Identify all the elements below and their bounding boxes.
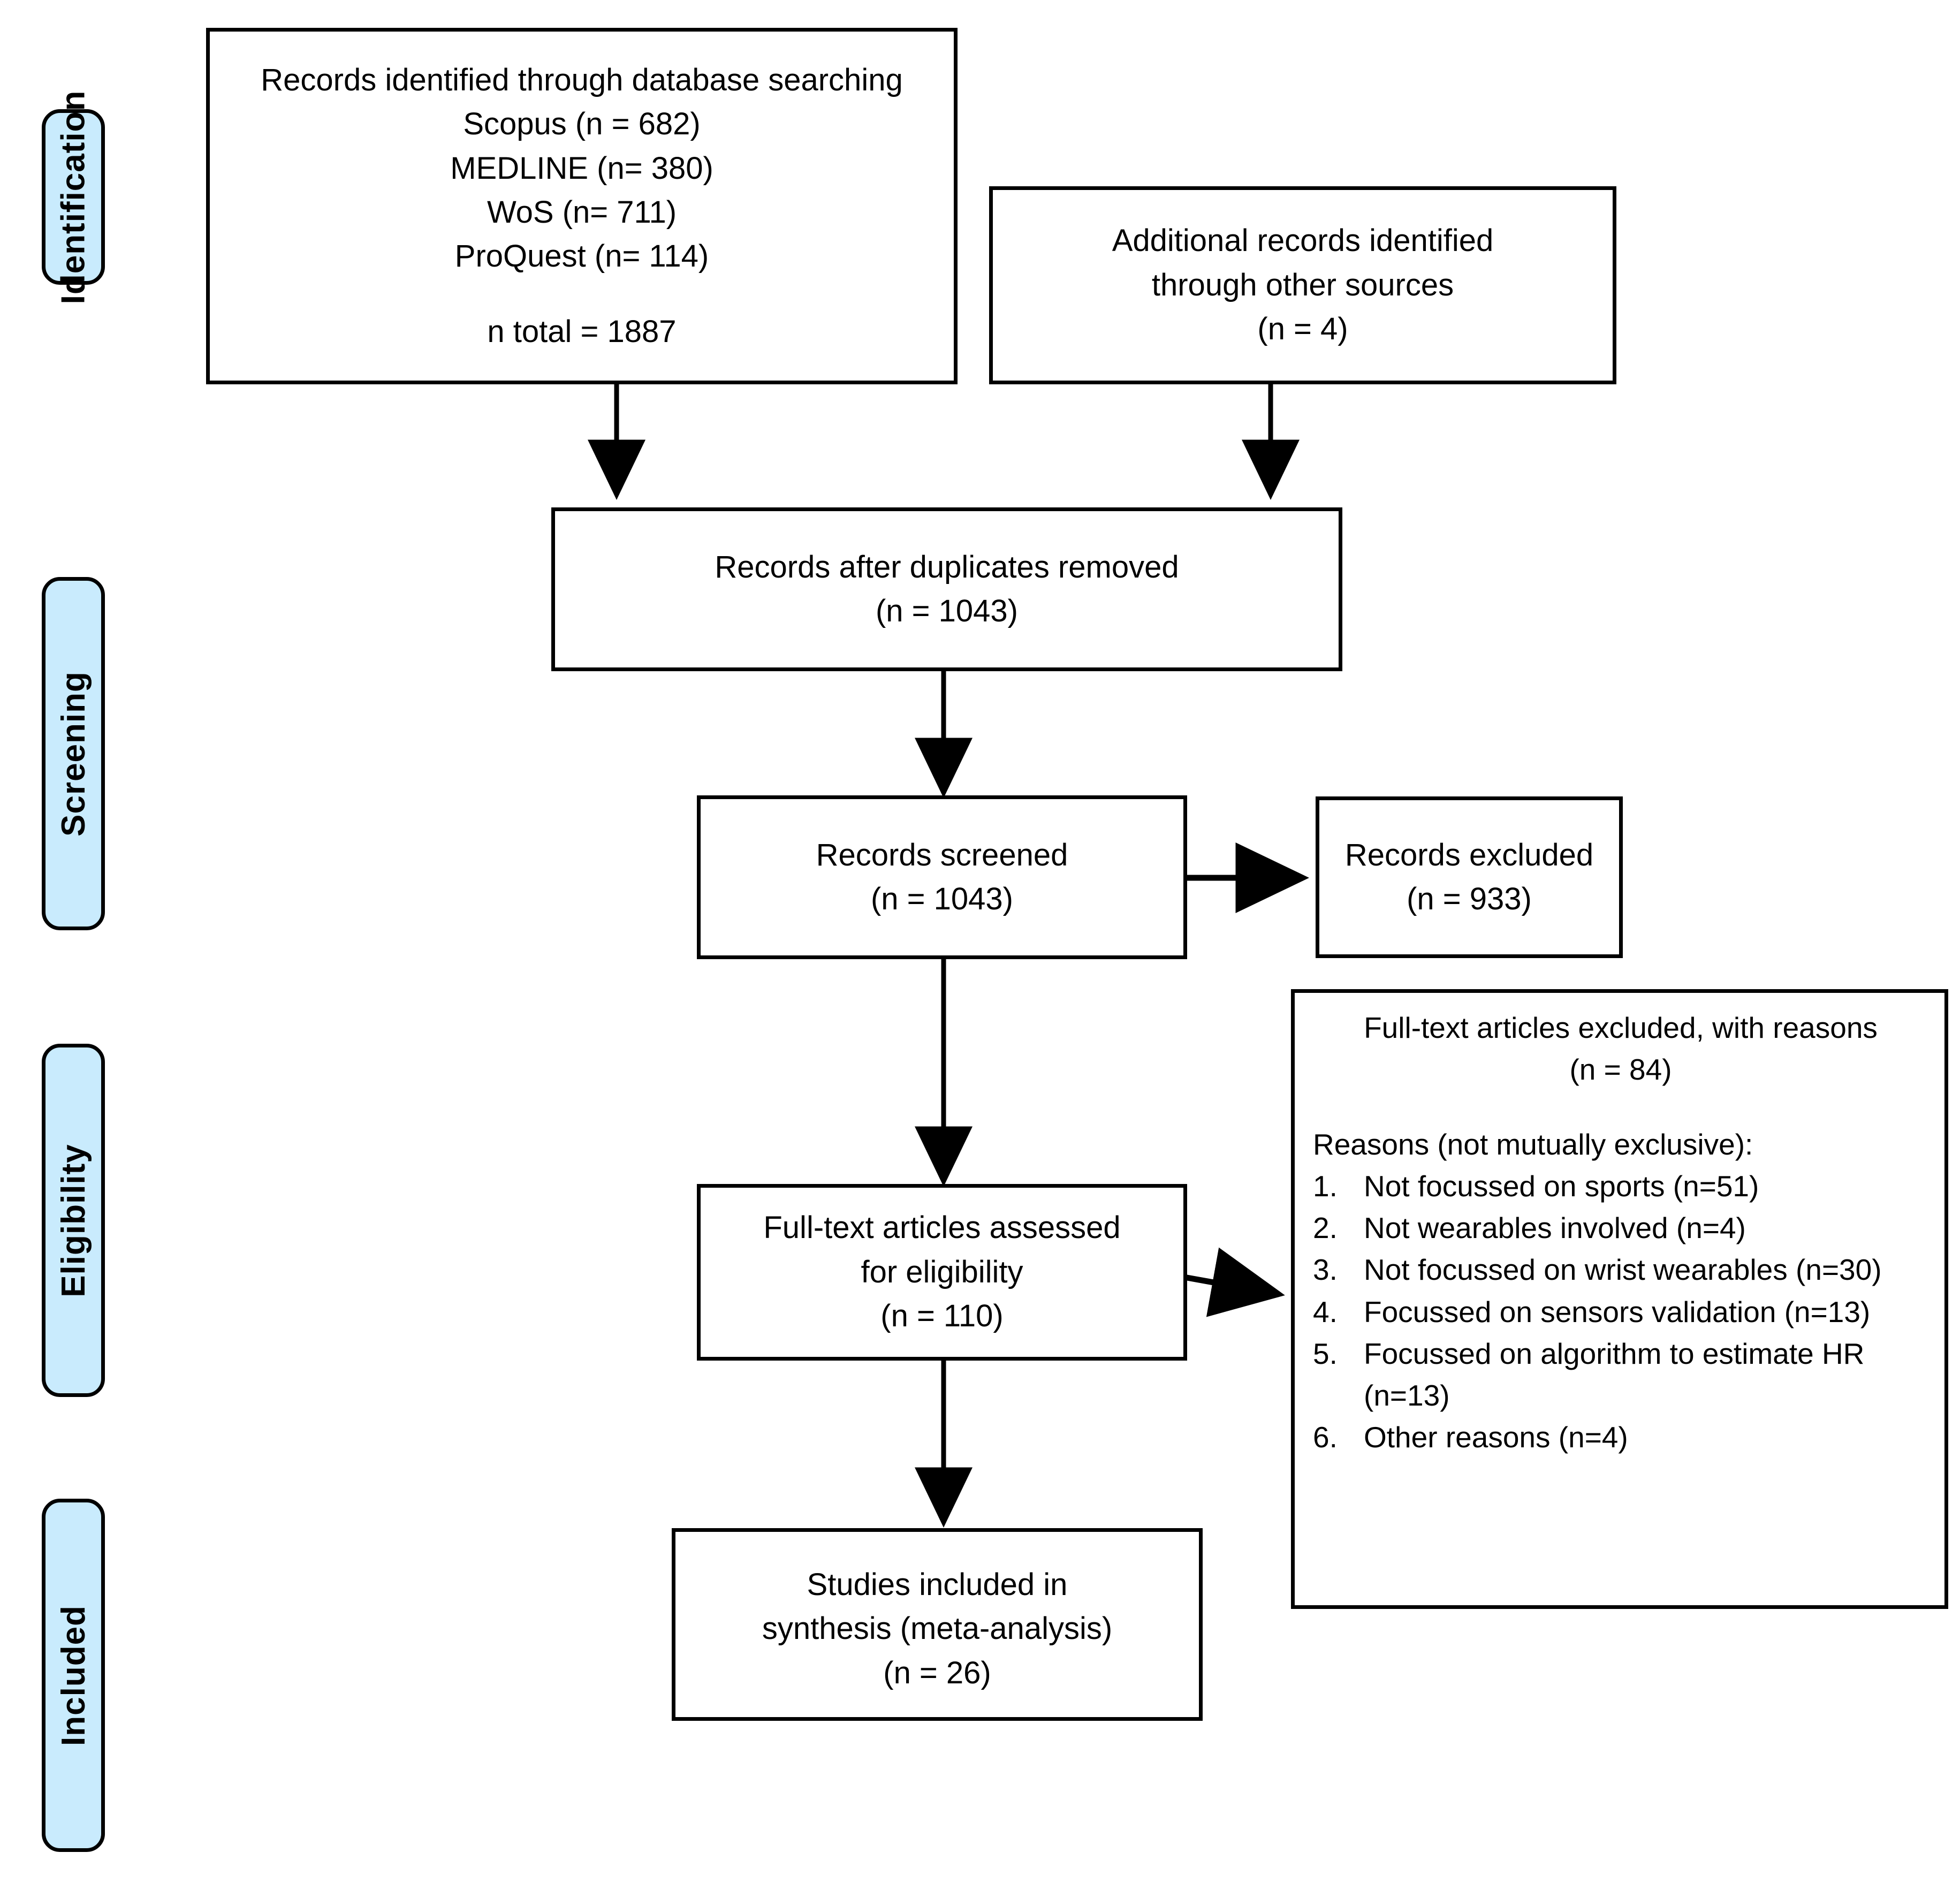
reasons-list: 1. Not focussed on sports (n=51) 2. Not … <box>1313 1165 1928 1458</box>
reasons-heading-line1: Full-text articles excluded, with reason… <box>1364 1011 1878 1044</box>
stage-label-screening-text: Screening <box>55 671 92 837</box>
stage-label-identification: Identification <box>42 90 105 304</box>
box-fulltext-excluded-reasons: Full-text articles excluded, with reason… <box>1291 989 1948 1609</box>
reason-number-5: 5. <box>1313 1337 1338 1370</box>
box-fulltext-assessed-eligibility: Full-text articles assessed for eligibil… <box>697 1184 1187 1361</box>
box-studies-included-synthesis: Studies included in synthesis (meta-anal… <box>672 1528 1203 1721</box>
assessed-line-1: Full-text articles assessed <box>763 1210 1121 1246</box>
db-line-medline: MEDLINE (n= 380) <box>450 150 713 186</box>
stage-label-eligibility-text: Eligibility <box>55 1143 92 1297</box>
reason-number-3: 3. <box>1313 1253 1338 1287</box>
reason-text-4: Focussed on sensors validation (n=13) <box>1364 1295 1871 1328</box>
box-records-screened: Records screened (n = 1043) <box>697 795 1187 959</box>
reason-text-6: Other reasons (n=4) <box>1364 1420 1628 1454</box>
reason-text-2: Not wearables involved (n=4) <box>1364 1211 1746 1245</box>
other-line-2: through other sources <box>1151 267 1454 302</box>
box-records-after-duplicates-removed: Records after duplicates removed (n = 10… <box>551 507 1342 671</box>
excluded-line-count: (n = 933) <box>1407 882 1532 916</box>
db-line-proquest: ProQuest (n= 114) <box>454 239 709 274</box>
reason-text-3: Not focussed on wrist wearables (n=30) <box>1364 1253 1882 1287</box>
reasons-gap <box>1313 1090 1928 1123</box>
assessed-line-2: for eligibility <box>861 1254 1023 1289</box>
reason-text-1: Not focussed on sports (n=51) <box>1364 1170 1759 1203</box>
db-line-title: Records identified through database sear… <box>261 62 903 97</box>
reason-item-1: 1. Not focussed on sports (n=51) <box>1313 1165 1928 1207</box>
reason-item-3: 3. Not focussed on wrist wearables (n=30… <box>1313 1249 1928 1290</box>
included-line-2: synthesis (meta-analysis) <box>762 1611 1113 1646</box>
db-line-wos: WoS (n= 711) <box>487 195 677 230</box>
reason-number-1: 1. <box>1313 1170 1338 1203</box>
stage-label-included-text: Included <box>55 1605 92 1746</box>
assessed-line-count: (n = 110) <box>880 1299 1004 1334</box>
reasons-heading-count: (n = 84) <box>1569 1053 1672 1087</box>
reason-number-6: 6. <box>1313 1420 1338 1454</box>
reason-number-2: 2. <box>1313 1211 1338 1245</box>
screened-line-title: Records screened <box>816 837 1068 872</box>
reason-item-4: 4. Focussed on sensors validation (n=13) <box>1313 1291 1928 1333</box>
included-line-count: (n = 26) <box>883 1655 991 1690</box>
dup-line-title: Records after duplicates removed <box>715 549 1179 584</box>
dup-line-count: (n = 1043) <box>875 594 1018 628</box>
reason-item-5: 5. Focussed on algorithm to estimate HR … <box>1313 1333 1928 1416</box>
included-line-1: Studies included in <box>807 1567 1068 1602</box>
excluded-line-title: Records excluded <box>1344 837 1594 872</box>
stage-label-identification-text: Identification <box>55 90 92 304</box>
box-additional-records-other-sources: Additional records identified through ot… <box>989 186 1616 384</box>
screened-line-count: (n = 1043) <box>870 882 1013 916</box>
reason-text-5: Focussed on algorithm to estimate HR (n=… <box>1364 1337 1865 1412</box>
box-records-excluded: Records excluded (n = 933) <box>1316 796 1623 958</box>
db-line-total: n total = 1887 <box>487 314 677 349</box>
stage-label-eligibility: Eligibility <box>42 1044 105 1397</box>
reason-item-2: 2. Not wearables involved (n=4) <box>1313 1207 1928 1249</box>
reasons-list-header: Reasons (not mutually exclusive): <box>1313 1128 1753 1161</box>
box-records-identified-database: Records identified through database sear… <box>206 28 958 384</box>
db-line-scopus: Scopus (n = 682) <box>463 107 701 142</box>
stage-label-screening: Screening <box>42 577 105 930</box>
stage-label-included: Included <box>42 1499 105 1852</box>
reason-number-4: 4. <box>1313 1295 1338 1328</box>
other-line-count: (n = 4) <box>1257 312 1348 347</box>
reason-item-6: 6. Other reasons (n=4) <box>1313 1416 1928 1458</box>
other-line-1: Additional records identified <box>1112 223 1494 259</box>
